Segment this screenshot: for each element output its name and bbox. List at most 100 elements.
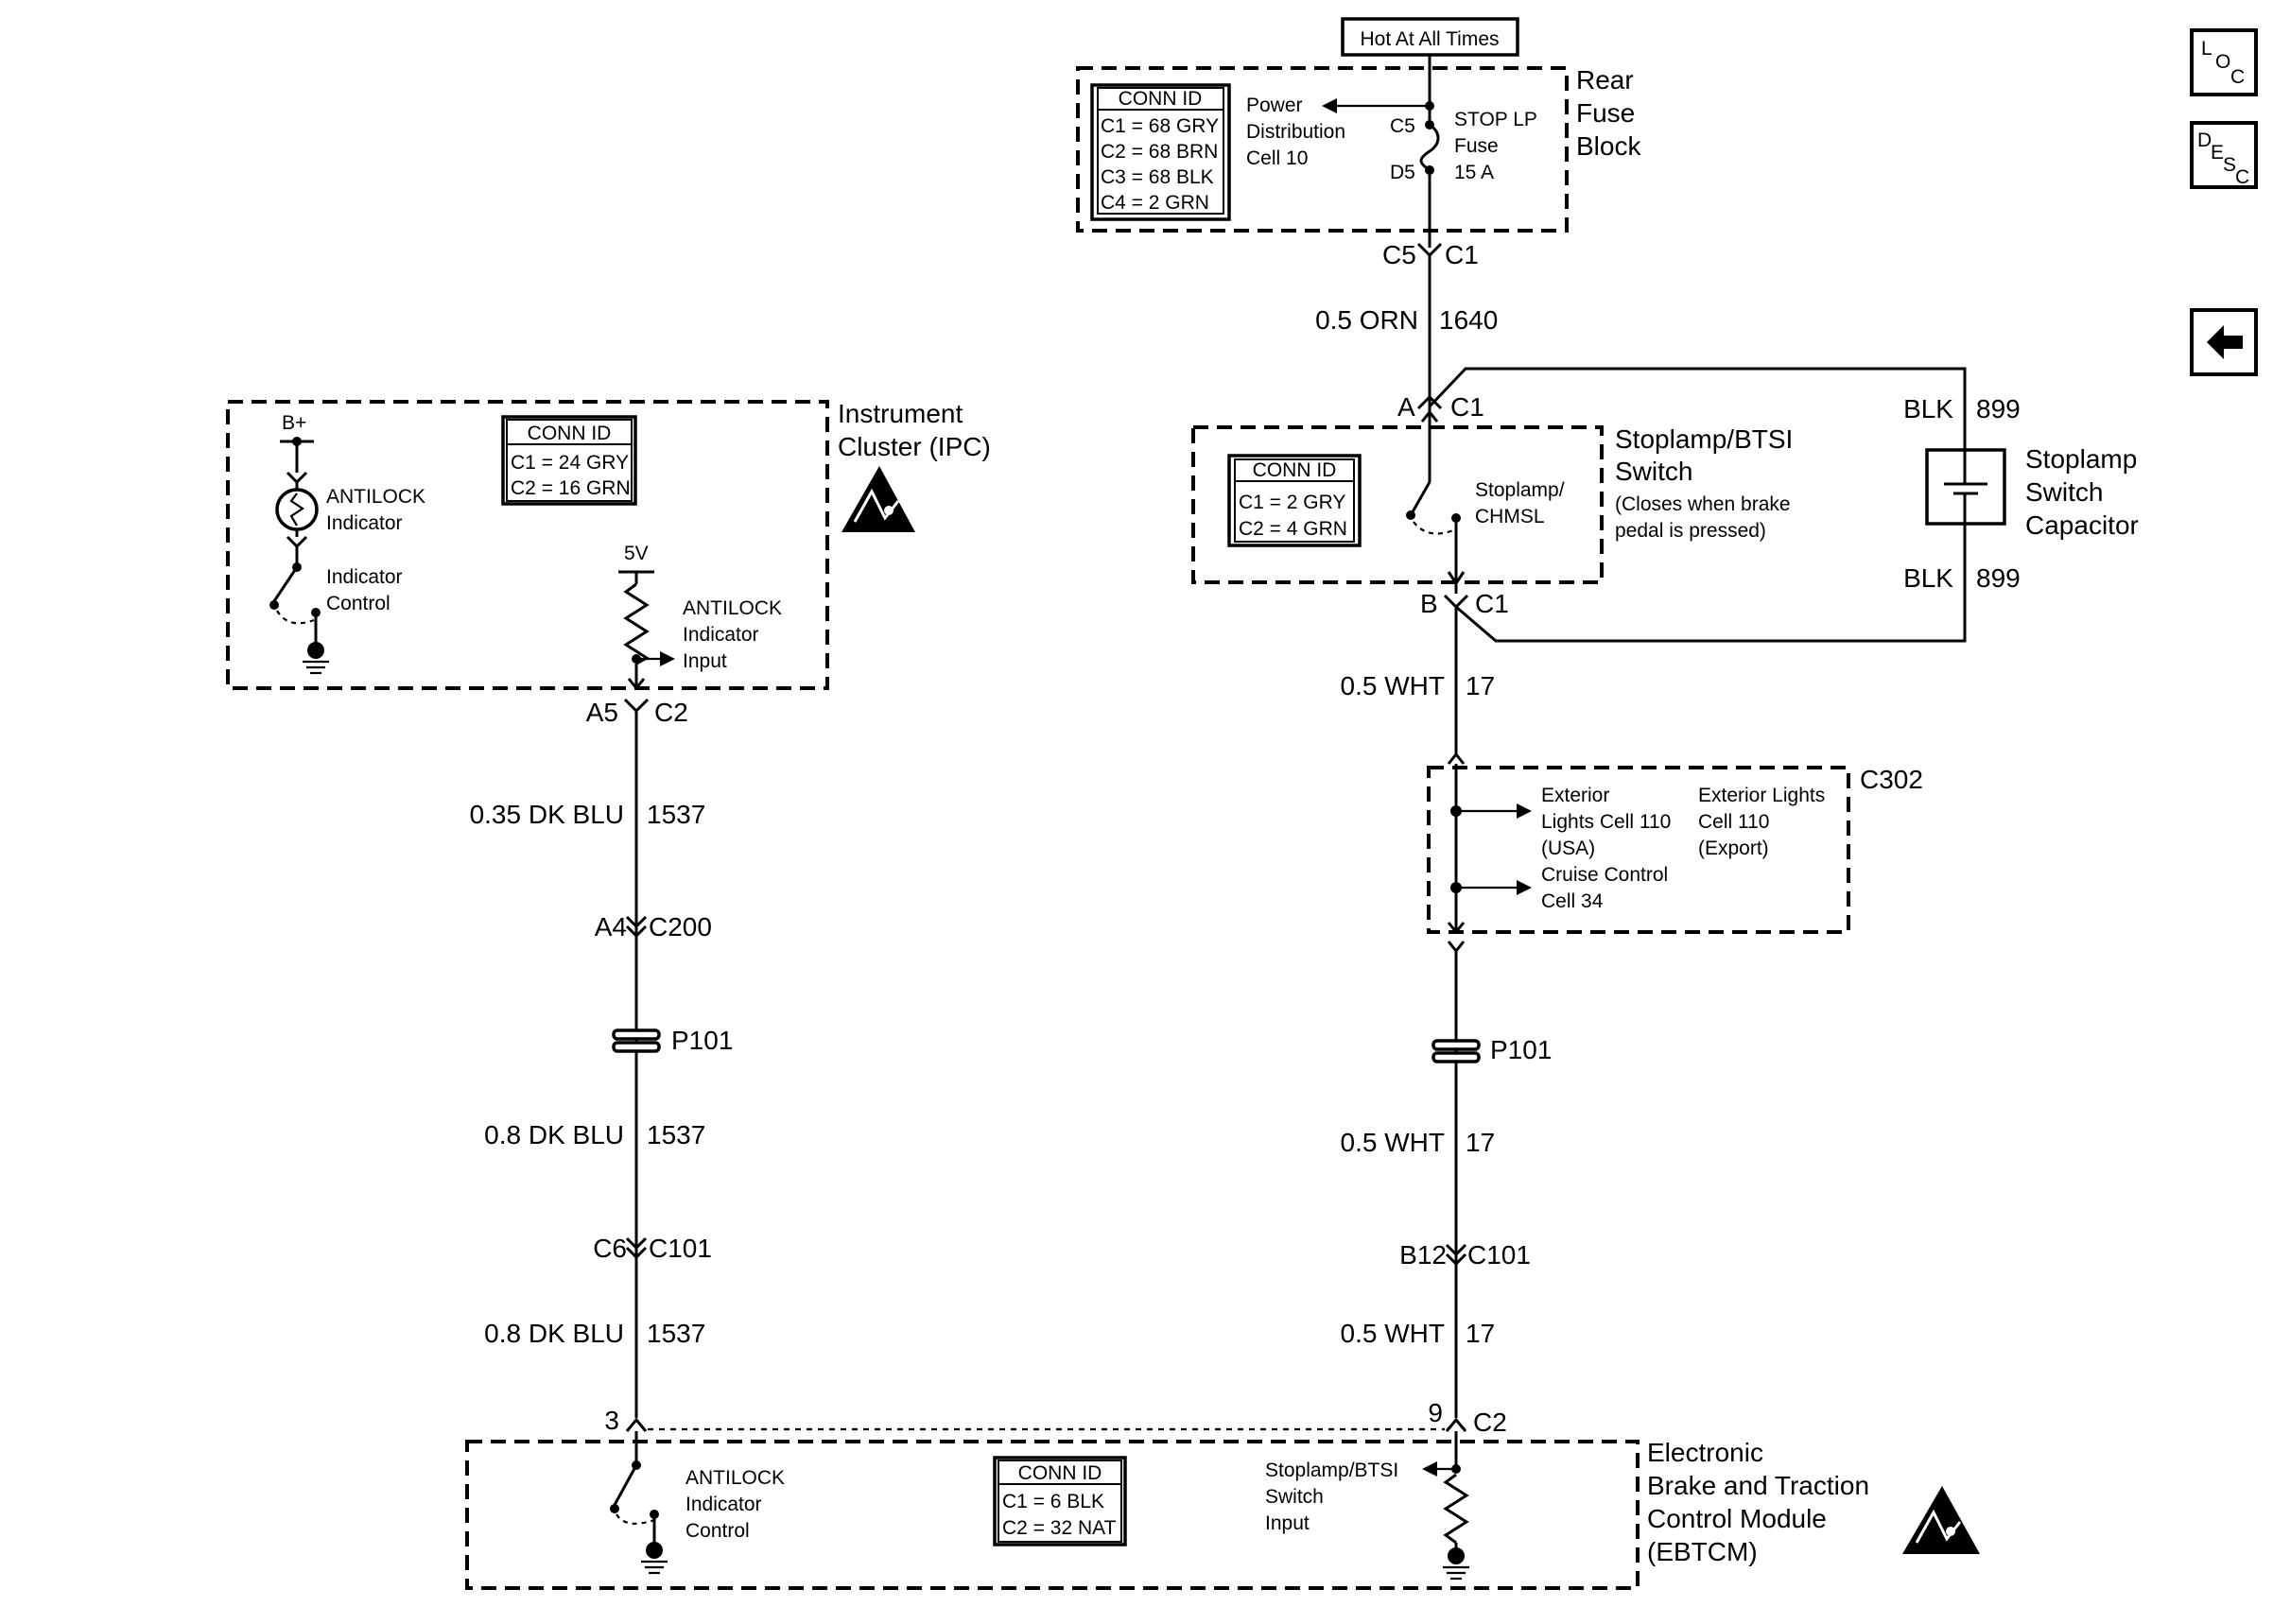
- fuse-block-title: Rear Fuse Block: [1576, 65, 1642, 161]
- loc-letter-l: L: [2201, 38, 2212, 60]
- c302-outline: [1427, 766, 1850, 934]
- ebtcm-stoplamp-input-circuit: [1422, 1431, 1469, 1581]
- svg-text:C1 = 6 BLK: C1 = 6 BLK: [1002, 1491, 1104, 1512]
- connector-c1-label: C1: [1445, 240, 1479, 269]
- ebtcm-conn-c2: C2: [1473, 1408, 1507, 1437]
- stoplamp-conn-top: C1: [1450, 392, 1484, 422]
- wire-1537-c-circuit: 1537: [647, 1319, 705, 1348]
- ebtcm-title: Electronic Brake and Traction Control Mo…: [1647, 1438, 1877, 1566]
- left-p101-label: P101: [671, 1026, 733, 1055]
- loc-letter-c: C: [2230, 66, 2245, 88]
- desc-letter-c: C: [2235, 166, 2249, 188]
- wire-17-a-gauge: 0.5 WHT: [1341, 671, 1445, 700]
- capacitor-title: Stoplamp Switch Capacitor: [2025, 444, 2144, 540]
- stoplamp-pin-b: B: [1420, 589, 1438, 618]
- fuse-pin-c5: C5: [1390, 115, 1415, 137]
- stoplamp-chmsl-label: Stoplamp/ CHMSL: [1475, 479, 1570, 527]
- svg-text:CONN ID: CONN ID: [1253, 459, 1337, 481]
- bplus-label: B+: [282, 412, 306, 434]
- right-c101-conn: C101: [1467, 1240, 1531, 1270]
- ipc-pin-a5: A5: [586, 698, 618, 727]
- right-c101-pin: B12: [1399, 1240, 1447, 1270]
- ipc-antilock-indicator-label: ANTILOCK Indicator: [326, 486, 431, 534]
- svg-text:C3 = 68 BLK: C3 = 68 BLK: [1101, 166, 1214, 188]
- capacitor-wire-bottom: [1455, 524, 1967, 643]
- wire-899-top-gauge: BLK: [1903, 394, 1953, 423]
- desc-letter-d: D: [2197, 130, 2212, 151]
- fuse-conn-id-table: CONN ID C1 = 68 GRY C2 = 68 BRN C3 = 68 …: [1090, 83, 1231, 221]
- c302-label: C302: [1860, 765, 1923, 794]
- connector-c5-label: C5: [1382, 240, 1416, 269]
- ebtcm-antilock-control-label: ANTILOCK Indicator Control: [685, 1467, 790, 1542]
- ebtcm-pin-3: 3: [604, 1406, 619, 1435]
- left-c200-pin: A4: [595, 912, 627, 942]
- capacitor-wire-top: [1428, 367, 1967, 450]
- connector-a-c1: [1416, 394, 1443, 410]
- svg-text:C1 = 68 GRY: C1 = 68 GRY: [1101, 115, 1219, 137]
- ebtcm-conn-id-table: CONN ID C1 = 6 BLK C2 = 32 NAT: [993, 1456, 1127, 1546]
- power-distribution-label: Power Distribution Cell 10: [1246, 95, 1351, 169]
- left-c200-connector: [625, 915, 648, 939]
- ebtcm-esd-warning-icon: [1902, 1486, 1980, 1554]
- ebtcm-stoplamp-input-label: Stoplamp/BTSI Switch Input: [1265, 1460, 1404, 1534]
- wire-17-c-gauge: 0.5 WHT: [1341, 1319, 1445, 1348]
- wire-17-c-circuit: 17: [1466, 1319, 1495, 1348]
- connector-b-c1: [1443, 594, 1469, 610]
- left-c101-connector: [625, 1236, 648, 1260]
- stoplamp-conn-bottom: C1: [1475, 589, 1509, 618]
- wire-1537-b-gauge: 0.8 DK BLU: [484, 1120, 624, 1149]
- hot-label: Hot At All Times: [1360, 28, 1499, 50]
- back-button[interactable]: [2190, 308, 2258, 376]
- right-p101-label: P101: [1490, 1035, 1552, 1064]
- arrow-left-icon: [2207, 325, 2243, 359]
- wire-1640-gauge: 0.5 ORN: [1315, 305, 1418, 335]
- esd-warning-icon: [842, 466, 915, 532]
- svg-text:C2 = 32 NAT: C2 = 32 NAT: [1002, 1517, 1117, 1539]
- stoplamp-pin-a: A: [1397, 392, 1415, 422]
- svg-text:C4 = 2 GRN: C4 = 2 GRN: [1101, 192, 1209, 214]
- pullup-resistor-symbol: [623, 582, 650, 665]
- wire-1537-b-circuit: 1537: [647, 1120, 705, 1149]
- wire-899-bottom-gauge: BLK: [1903, 563, 1953, 593]
- wire-17-b-gauge: 0.5 WHT: [1341, 1128, 1445, 1157]
- ipc-5v-label: 5V: [624, 543, 649, 564]
- desc-button[interactable]: D E S C: [2190, 121, 2258, 189]
- left-c101-pin: C6: [593, 1234, 627, 1263]
- left-p101-splice: [612, 1028, 661, 1053]
- svg-text:C1 = 24 GRY: C1 = 24 GRY: [511, 452, 629, 474]
- ipc-outline: [226, 400, 829, 690]
- ipc-conn-id-table: CONN ID C1 = 24 GRY C2 = 16 GRN: [501, 415, 637, 506]
- loc-letter-o: O: [2215, 51, 2230, 73]
- svg-text:CONN ID: CONN ID: [1018, 1462, 1102, 1484]
- svg-text:C1 = 2 GRY: C1 = 2 GRY: [1239, 492, 1345, 513]
- ipc-title: Instrument Cluster (IPC): [838, 399, 991, 461]
- wire-17-a-circuit: 17: [1466, 671, 1495, 700]
- svg-text:CONN ID: CONN ID: [528, 423, 612, 444]
- fuse-pin-d5: D5: [1390, 162, 1415, 183]
- stop-lp-fuse-label: STOP LP Fuse 15 A: [1454, 109, 1542, 183]
- fuse-symbol: [1419, 123, 1440, 172]
- wire-1537-a-gauge: 0.35 DK BLU: [470, 800, 624, 829]
- wire-1537-c-gauge: 0.8 DK BLU: [484, 1319, 624, 1348]
- ebtcm-pin-9: 9: [1428, 1398, 1443, 1427]
- fuse-block-outline: [1076, 66, 1569, 233]
- stoplamp-switch-outline: [1191, 425, 1604, 584]
- ipc-ground-icon: [303, 642, 329, 675]
- loc-button[interactable]: L O C: [2190, 28, 2258, 96]
- stoplamp-switch-title: Stoplamp/BTSI Switch (Closes when brake …: [1615, 424, 1797, 542]
- svg-text:CONN ID: CONN ID: [1119, 88, 1203, 110]
- antilock-indicator-lamp-icon: [275, 488, 319, 531]
- wire-1640-circuit: 1640: [1439, 305, 1498, 335]
- c302-exterior-usa-label: Exterior Lights Cell 110 (USA): [1541, 785, 1676, 859]
- connector-a5-c2: [623, 698, 650, 714]
- stoplamp-switch-symbol: [1406, 423, 1466, 586]
- ebtcm-outline: [465, 1440, 1640, 1590]
- svg-text:C2 = 16 GRN: C2 = 16 GRN: [511, 477, 631, 499]
- ipc-indicator-control-label: Indicator Control: [326, 566, 408, 614]
- svg-text:C2 = 4 GRN: C2 = 4 GRN: [1239, 518, 1347, 540]
- wire-17-b-circuit: 17: [1466, 1128, 1495, 1157]
- left-c101-conn: C101: [649, 1234, 712, 1263]
- wire-1537-a-circuit: 1537: [647, 800, 705, 829]
- ebtcm-antilock-control-switch: [610, 1431, 668, 1575]
